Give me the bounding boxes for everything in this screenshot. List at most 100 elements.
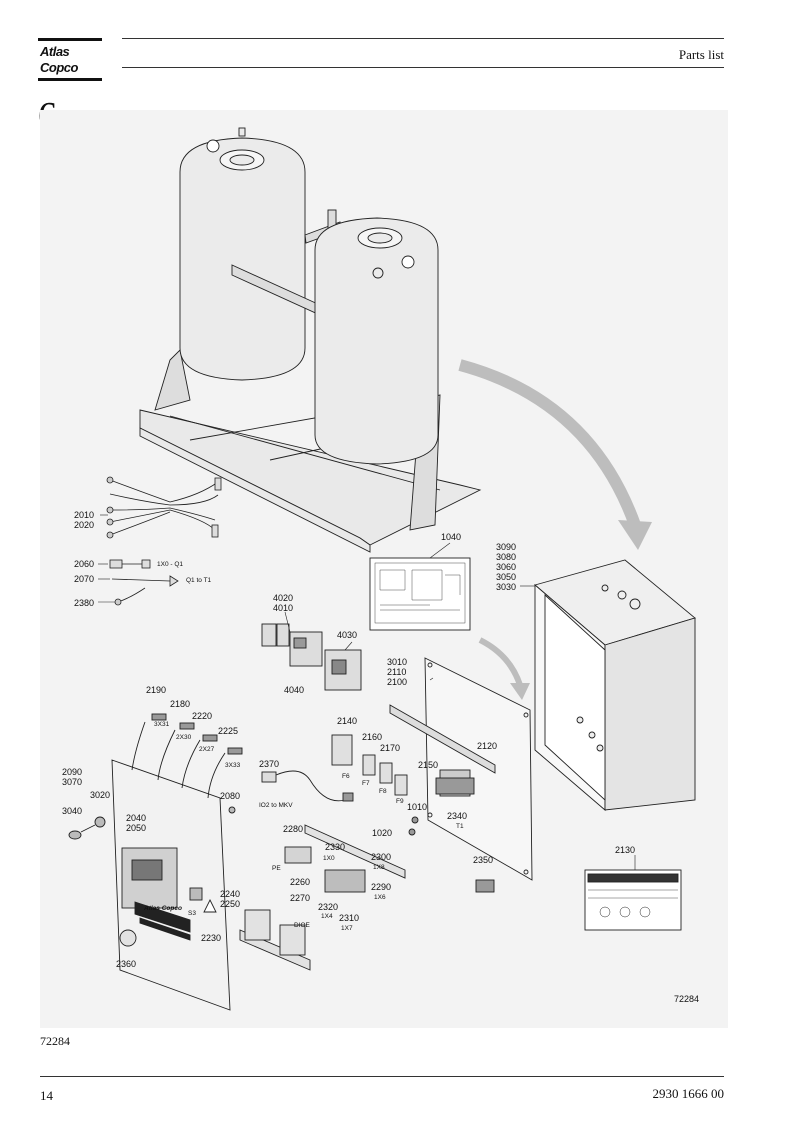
header-rule-bottom <box>122 67 724 68</box>
callout-2070: 2070 <box>74 574 94 584</box>
callout-2170: 2170 <box>380 743 400 753</box>
callout-numbers: 2010 2020 2060 2070 2380 1040 3090 3080 … <box>62 510 635 969</box>
callout-1010: 1010 <box>407 802 427 812</box>
callout-2350: 2350 <box>473 855 493 865</box>
connector-labels: 1X0 - Q1 Q1 to T1 3X31 2X30 2X27 3X33 F6… <box>143 561 464 932</box>
label-dioe: DIOE <box>294 922 311 929</box>
callout-2010: 2010 <box>74 510 94 520</box>
label-1x0: 1X0 <box>323 855 335 862</box>
callout-2290: 2290 <box>371 882 391 892</box>
page-number: 14 <box>40 1088 53 1103</box>
fuse-holders <box>331 734 408 796</box>
callout-3090: 3090 <box>496 542 516 552</box>
callout-2090: 2090 <box>62 767 82 777</box>
header-rule-top <box>122 38 724 39</box>
callout-2130: 2130 <box>615 845 635 855</box>
label-1x8: 1X8 <box>373 864 385 871</box>
door-lock-parts <box>68 806 236 901</box>
label-io2-to-mkv: IO2 to MKV <box>259 802 293 809</box>
callout-2120: 2120 <box>477 741 497 751</box>
callout-2300: 2300 <box>371 852 391 862</box>
door-panel-logo: Atlas Copco <box>143 905 182 912</box>
wiring-diagram-sheet <box>369 557 471 631</box>
callout-1040: 1040 <box>441 532 461 542</box>
label-1x7: 1X7 <box>341 925 353 932</box>
label-3x33: 3X33 <box>225 762 241 769</box>
fan-grille <box>475 879 495 893</box>
callout-3080: 3080 <box>496 552 516 562</box>
label-3x31: 3X31 <box>154 721 170 728</box>
callout-4010: 4010 <box>273 603 293 613</box>
callout-2360: 2360 <box>116 959 136 969</box>
label-1x0-q1: 1X0 - Q1 <box>157 561 183 568</box>
callout-2050: 2050 <box>126 823 146 833</box>
footer-rule <box>40 1076 724 1077</box>
label-t1: T1 <box>456 823 464 830</box>
label-s3: S3 <box>188 910 196 917</box>
callout-4030: 4030 <box>337 630 357 640</box>
callout-2140: 2140 <box>337 716 357 726</box>
figure-caption: 72284 <box>40 1034 70 1048</box>
callout-2150: 2150 <box>418 760 438 770</box>
callout-2230: 2230 <box>201 933 221 943</box>
callout-2240: 2240 <box>220 889 240 899</box>
callout-2080: 2080 <box>220 791 240 801</box>
callout-2260: 2260 <box>290 877 310 887</box>
label-2x27: 2X27 <box>199 746 215 753</box>
callout-4040: 4040 <box>284 685 304 695</box>
callout-3030: 3030 <box>496 582 516 592</box>
callout-2220: 2220 <box>192 711 212 721</box>
label-f9: F9 <box>396 798 404 805</box>
assembly-arrow-small <box>478 637 530 700</box>
callout-2110: 2110 <box>387 667 406 677</box>
callout-3060: 3060 <box>496 562 516 572</box>
callout-leaders <box>98 514 636 870</box>
mounting-plate <box>424 657 533 881</box>
left-air-receiver <box>179 127 306 381</box>
callout-2370: 2370 <box>259 759 279 769</box>
terminal-blocks <box>239 824 406 971</box>
callout-2040: 2040 <box>126 813 146 823</box>
exploded-parts-figure: 2010 2020 2060 2070 2380 1040 3090 3080 … <box>40 110 728 1028</box>
assembly-arrow-large <box>458 359 652 550</box>
callout-2330: 2330 <box>325 842 345 852</box>
callout-3020: 3020 <box>90 790 110 800</box>
cable-io2 <box>261 770 354 802</box>
callout-2340: 2340 <box>447 811 467 821</box>
right-air-receiver <box>314 217 439 465</box>
callout-2280: 2280 <box>283 824 303 834</box>
callout-2160: 2160 <box>362 732 382 742</box>
callout-2100: 2100 <box>387 677 407 687</box>
label-q1-t1: Q1 to T1 <box>186 577 212 584</box>
callout-2270: 2270 <box>290 893 310 903</box>
label-2x30: 2X30 <box>176 734 192 741</box>
callout-3040: 3040 <box>62 806 82 816</box>
document-number: 2930 1666 00 <box>652 1086 725 1101</box>
din-rail <box>389 704 496 774</box>
rating-label-2130 <box>584 869 682 931</box>
label-1x6: 1X6 <box>374 894 386 901</box>
callout-1020: 1020 <box>372 828 392 838</box>
cable-harness <box>106 476 222 539</box>
brand-logo-text: Atlas Copco <box>40 44 78 75</box>
callout-3010: 3010 <box>387 657 407 667</box>
label-f8: F8 <box>379 788 387 795</box>
front-door <box>111 759 231 1011</box>
callout-2320: 2320 <box>318 902 338 912</box>
figure-drawing: 2010 2020 2060 2070 2380 1040 3090 3080 … <box>62 127 699 1011</box>
label-f7: F7 <box>362 780 370 787</box>
figure-image-ref: 72284 <box>674 994 699 1004</box>
label-pe: PE <box>272 865 281 872</box>
label-1x4: 1X4 <box>321 913 333 920</box>
electric-cabinet <box>534 559 696 811</box>
grommet-and-plug <box>408 816 419 836</box>
callout-3050: 3050 <box>496 572 516 582</box>
bridge-cables <box>131 713 243 799</box>
label-f6: F6 <box>342 773 350 780</box>
callout-2310: 2310 <box>339 913 359 923</box>
callout-2190: 2190 <box>146 685 166 695</box>
transformer <box>435 769 475 797</box>
brand-logo: Atlas Copco <box>38 38 102 81</box>
callout-2250: 2250 <box>220 899 240 909</box>
callout-2380: 2380 <box>74 598 94 608</box>
